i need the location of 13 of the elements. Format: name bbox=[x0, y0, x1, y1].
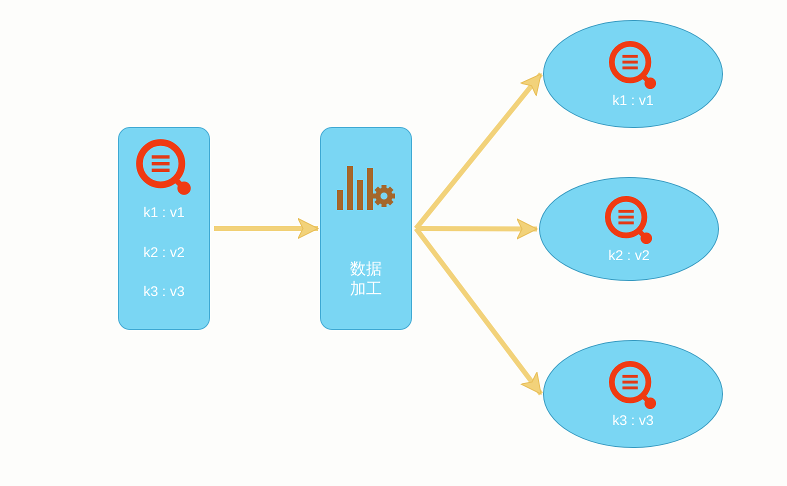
node-label: k3 : v3 bbox=[612, 412, 654, 430]
arrow bbox=[214, 218, 318, 239]
arrow bbox=[414, 227, 543, 396]
process-box bbox=[118, 127, 210, 330]
node-label: k1 : v1 bbox=[143, 204, 185, 222]
node-label: k1 : v1 bbox=[612, 92, 654, 110]
arrow bbox=[416, 218, 538, 240]
arrow bbox=[414, 72, 543, 230]
node-label: k2 : v2 bbox=[143, 244, 185, 261]
node-label: k2 : v2 bbox=[608, 247, 650, 265]
node-label: 数据加工 bbox=[350, 260, 382, 300]
process-box bbox=[320, 127, 412, 330]
node-label: k3 : v3 bbox=[143, 283, 185, 300]
